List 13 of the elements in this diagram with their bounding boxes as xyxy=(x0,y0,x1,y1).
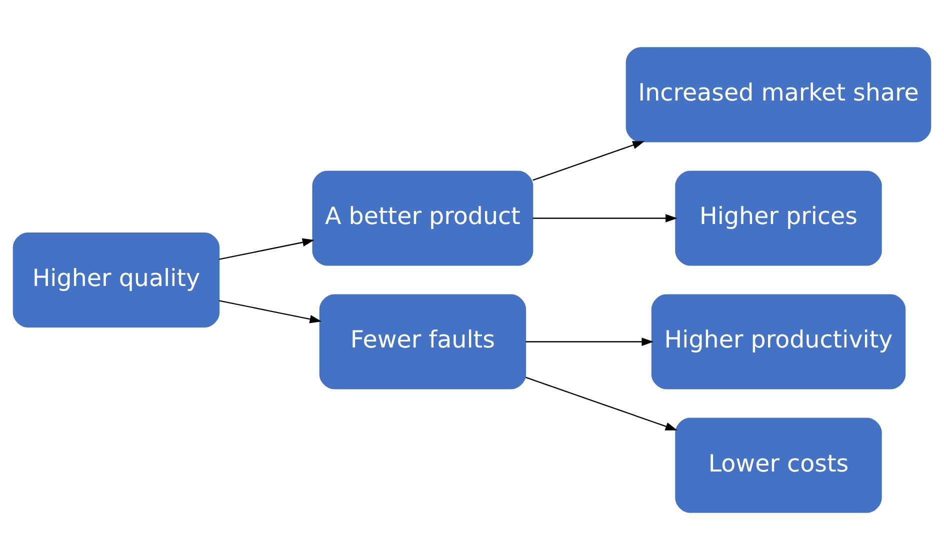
node-box: A better product xyxy=(312,170,534,266)
node-box: Higher quality xyxy=(12,232,220,328)
node-box: Fewer faults xyxy=(319,294,526,389)
arrow xyxy=(218,238,314,260)
node-box: Higher prices xyxy=(675,170,882,266)
arrow xyxy=(525,376,678,430)
node-box: Lower costs xyxy=(675,417,882,512)
node-box: Higher productivity xyxy=(651,294,906,389)
arrow xyxy=(532,214,678,222)
arrow xyxy=(218,300,322,323)
arrow xyxy=(526,337,654,346)
arrow xyxy=(532,140,645,180)
node-box: Increased market share xyxy=(626,46,932,142)
